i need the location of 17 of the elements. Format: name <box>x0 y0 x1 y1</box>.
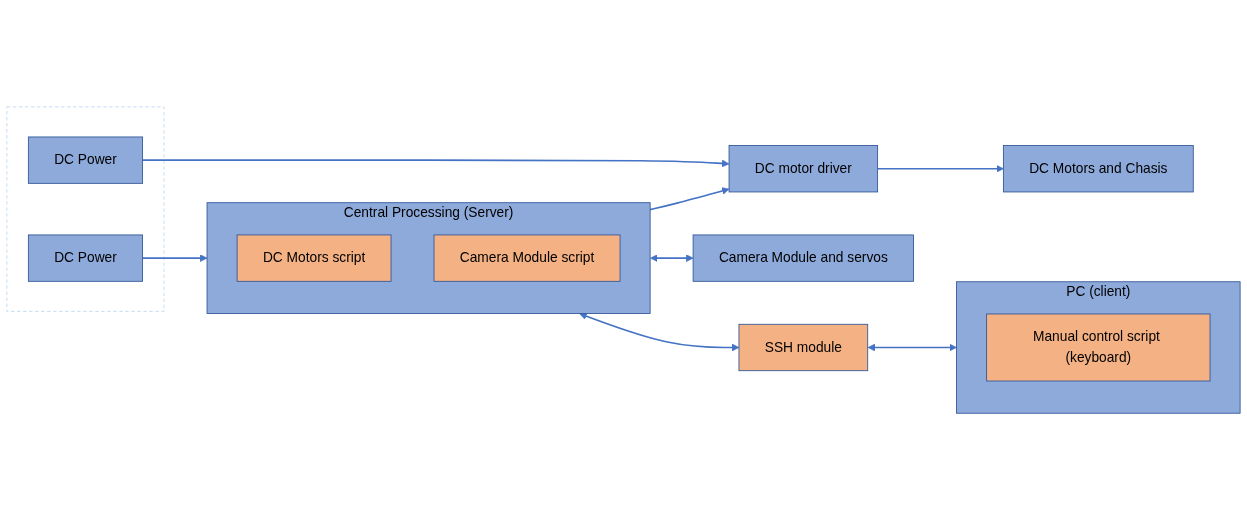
node-box: Camera Module script <box>433 234 621 282</box>
cluster <box>6 106 165 312</box>
node-box: DC Motors script <box>236 234 392 282</box>
node-box: SSH module <box>738 323 869 372</box>
arrow <box>867 343 957 352</box>
arrow <box>141 254 208 262</box>
node-box: Manual control script (keyboard) <box>986 313 1211 382</box>
node-box: DC Power <box>27 136 143 184</box>
node-box: DC Power <box>27 234 143 282</box>
arrow <box>141 159 730 168</box>
node-box: Camera Module and servos <box>692 234 914 282</box>
node-box: DC Motors and Chasis <box>1002 145 1194 193</box>
arrow <box>876 164 1004 173</box>
arrow <box>579 312 740 352</box>
node-box: DC motor driver <box>728 145 879 193</box>
arrow <box>650 254 694 262</box>
arrow <box>649 187 730 211</box>
